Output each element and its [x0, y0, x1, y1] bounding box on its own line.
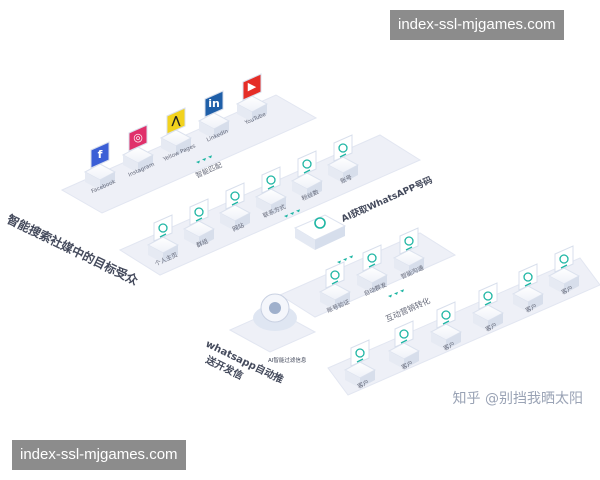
youtube-icon: ▶: [242, 73, 262, 101]
chat-icon: [399, 227, 419, 255]
customer-tile: 客户: [471, 282, 505, 333]
search-tile: 群组: [182, 198, 216, 249]
ai-filter-device: [253, 293, 297, 331]
yellow-pages-icon: ⋀: [166, 107, 186, 135]
account-icon: [333, 134, 353, 162]
customer-icon: [394, 320, 414, 348]
instagram-icon: ◎: [128, 124, 148, 152]
social-tile: ◎Instagram: [121, 124, 156, 179]
arrow-icon: [196, 155, 212, 164]
customer-tile: 客户: [343, 339, 377, 390]
search-tile: 账号: [326, 134, 360, 185]
customer-icon: [518, 263, 538, 291]
fans-icon: [297, 150, 317, 178]
customer-icon: [350, 339, 370, 367]
facebook-icon: f: [90, 141, 110, 169]
customer-tile: 客户: [547, 245, 581, 296]
customer-icon: [554, 245, 574, 273]
customer-tile: 客户: [387, 320, 421, 371]
linkedin-icon: in: [204, 90, 224, 118]
customer-icon: [436, 301, 456, 329]
profile-icon: [153, 214, 173, 242]
svg-text:in: in: [208, 97, 220, 110]
watermark-bottom: index-ssl-mjgames.com: [12, 440, 186, 470]
customer-tile: 客户: [429, 301, 463, 352]
arrow-icon: [388, 289, 404, 298]
website-icon: [225, 182, 245, 210]
ai-hub-tile: [293, 214, 347, 250]
heading-interact: 互动营销转化: [384, 295, 432, 324]
svg-text:⋀: ⋀: [171, 114, 181, 127]
svg-text:◎: ◎: [133, 131, 143, 144]
svg-text:f: f: [98, 148, 103, 161]
arrow-icon: [284, 209, 300, 218]
ai-filter-label: AI智能过滤信息: [268, 356, 307, 364]
arrow-icon: [337, 255, 353, 264]
customer-icon: [478, 282, 498, 310]
search-tile: 联系方式: [254, 166, 288, 220]
watermark-top: index-ssl-mjgames.com: [390, 10, 564, 40]
customer-tile: 客户: [511, 263, 545, 314]
contact-icon: [261, 166, 281, 194]
group-icon: [189, 198, 209, 226]
search-tile: 粉丝数: [290, 150, 324, 202]
mass-send-icon: [362, 244, 382, 272]
credit-text: 知乎 @别挡我晒太阳: [453, 390, 583, 407]
verify-icon: [325, 261, 345, 289]
svg-text:▶: ▶: [248, 80, 257, 93]
search-tile: 个人主页: [146, 214, 180, 268]
search-tile: 网站: [218, 182, 252, 233]
